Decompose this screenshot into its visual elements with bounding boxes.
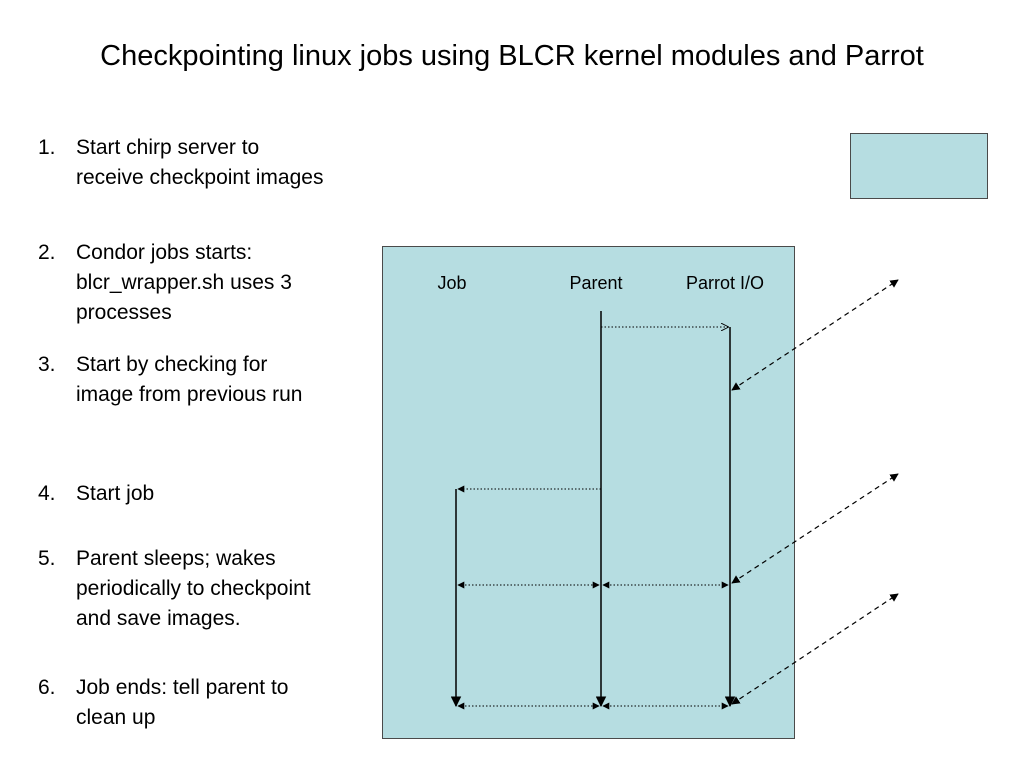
step-6-number: 6. — [38, 676, 56, 699]
image-check-link-arrow — [731, 279, 899, 391]
step-1-line-1: Start chirp server to — [76, 136, 260, 159]
step-2-number: 2. — [38, 241, 56, 264]
step-3-line-1: Start by checking for — [76, 353, 268, 376]
step-2-line-3: processes — [76, 301, 172, 324]
step-6-line-1: Job ends: tell parent to — [76, 676, 289, 699]
step-5-line-1: Parent sleeps; wakes — [76, 547, 276, 570]
step-4-line-1: Start job — [76, 482, 155, 505]
step-5-line-3: and save images. — [76, 607, 241, 630]
step-1-line-2: receive checkpoint images — [76, 166, 324, 189]
step-5-line-2: periodically to checkpoint — [76, 577, 311, 600]
step-6-line-2: clean up — [76, 706, 156, 729]
step-2-line-1: Condor jobs starts: — [76, 241, 253, 264]
step-2-line-2: blcr_wrapper.sh uses 3 — [76, 271, 292, 294]
step-5-number: 5. — [38, 547, 56, 570]
slide-title: Checkpointing linux jobs using BLCR kern… — [100, 40, 924, 72]
step-3-number: 3. — [38, 353, 56, 376]
step-3-line-2: image from previous run — [76, 383, 303, 406]
cleanup-link-arrow — [731, 593, 899, 705]
chirp-server-box — [850, 133, 988, 199]
step-1-number: 1. — [38, 136, 56, 159]
column-label-parent: Parent — [569, 273, 623, 293]
column-label-job: Job — [437, 273, 467, 293]
checkpoint-save-link-arrow — [731, 473, 899, 584]
step-4-number: 4. — [38, 482, 56, 505]
